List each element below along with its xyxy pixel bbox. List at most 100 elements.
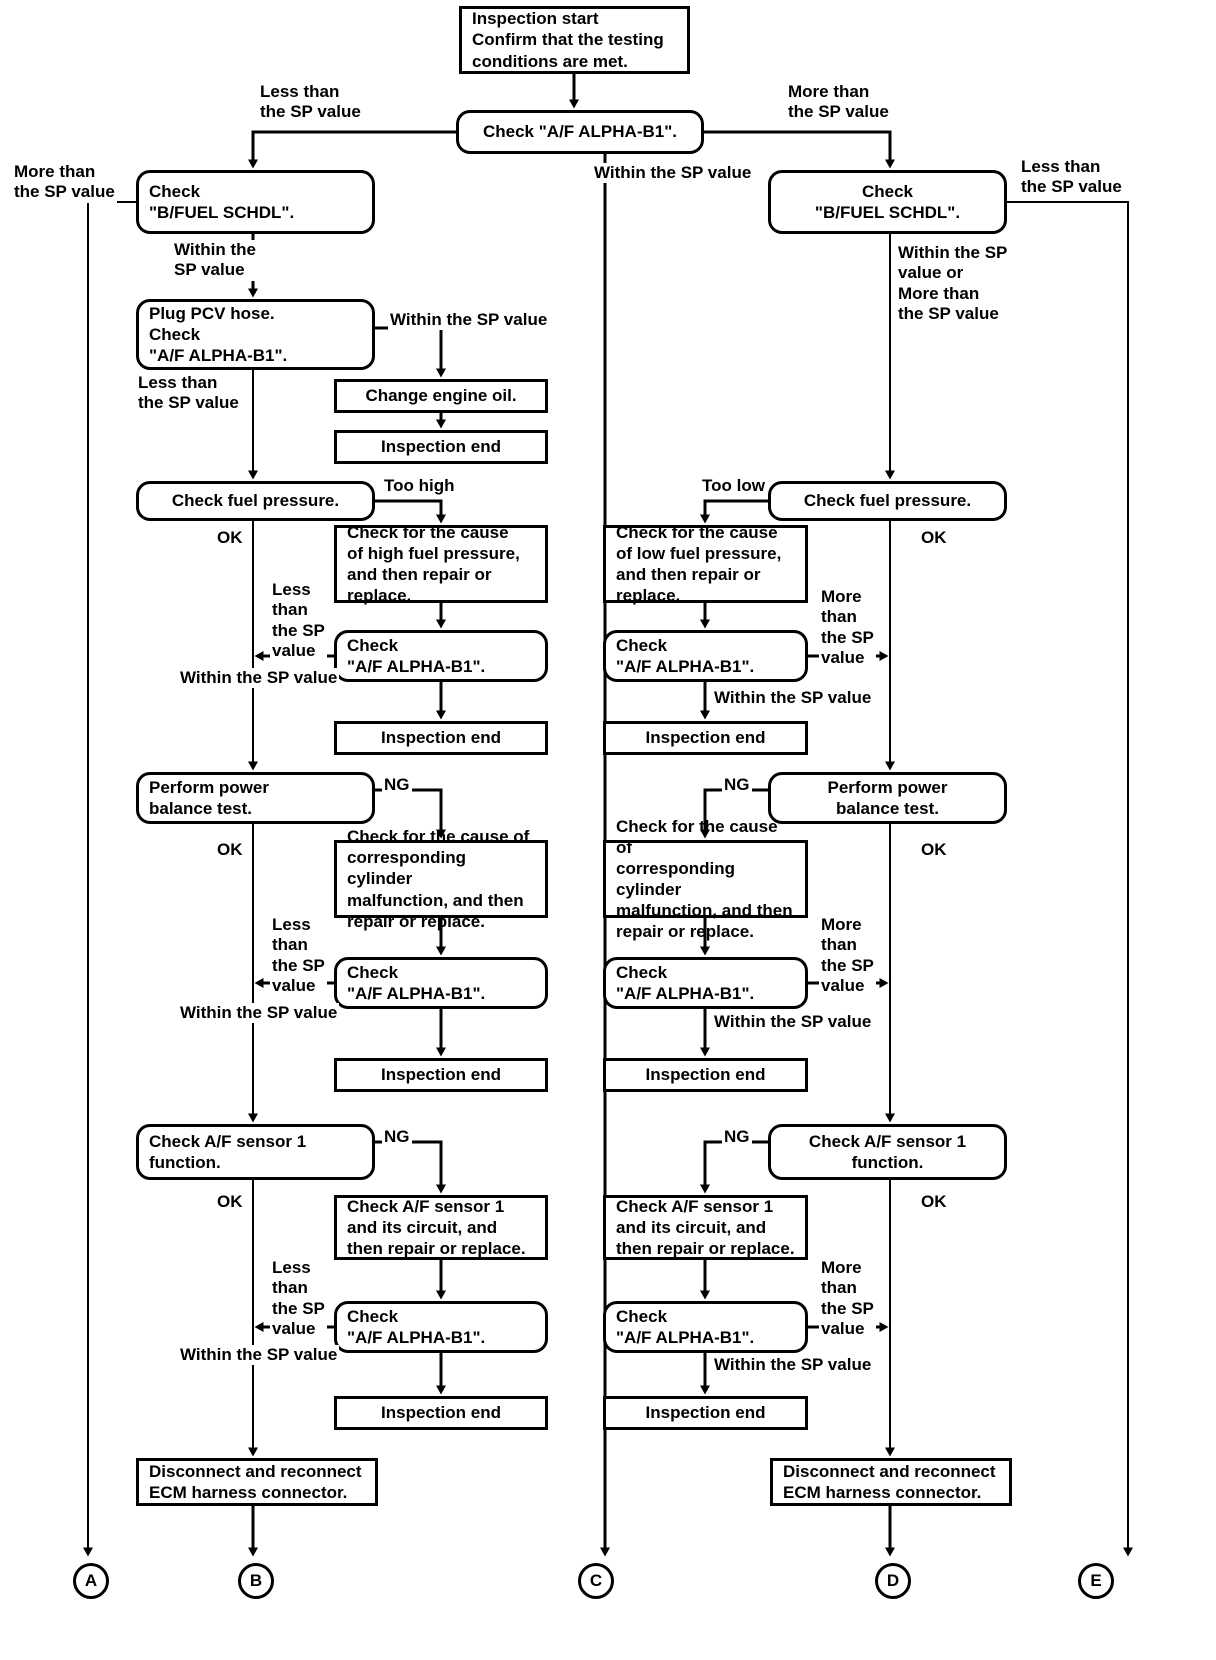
flow-node-check-af-l1: Check "A/F ALPHA-B1".: [334, 630, 548, 682]
flow-node-label: Check "A/F ALPHA-B1".: [482, 122, 677, 142]
page-connector-e: E: [1078, 1563, 1114, 1599]
flow-node-label: Check "A/F ALPHA-B1".: [347, 635, 486, 676]
flow-node-start: Inspection start Confirm that the testin…: [459, 6, 690, 74]
flow-node-afsensor-left: Check A/F sensor 1 function.: [136, 1124, 375, 1180]
edge-label-lbl-ok-3l: OK: [215, 1192, 245, 1213]
flow-node-label: Inspection end: [645, 1403, 766, 1423]
flow-node-ecm-left: Disconnect and reconnect ECM harness con…: [136, 1458, 378, 1506]
flow-node-label: Perform power balance test.: [827, 777, 948, 818]
edge-label-lbl-within-2l: Within the SP value: [178, 1003, 340, 1024]
flow-node-check-af-r3: Check "A/F ALPHA-B1".: [603, 1301, 808, 1353]
page-connector-a: A: [73, 1563, 109, 1599]
flow-node-label: Check for the cause of low fuel pressure…: [616, 522, 782, 606]
flow-node-label: Perform power balance test.: [149, 777, 269, 818]
edge-label-lbl-within-3r: Within the SP value: [712, 1355, 874, 1376]
edge-label-lbl-ok-2l: OK: [215, 840, 245, 861]
edge-label-lbl-too-low: Too low: [700, 476, 767, 497]
flow-node-label: Disconnect and reconnect ECM harness con…: [783, 1461, 996, 1502]
edge-label-lbl-more-left-edge: More than the SP value: [12, 162, 117, 203]
edge-label-lbl-less-1l: Less than the SP value: [270, 580, 327, 662]
flow-node-label: Check A/F sensor 1 function.: [149, 1131, 307, 1172]
flow-node-plug-pcv: Plug PCV hose. Check "A/F ALPHA-B1".: [136, 299, 375, 370]
flow-node-cause-low: Check for the cause of low fuel pressure…: [603, 522, 808, 606]
flow-node-check-af-r2: Check "A/F ALPHA-B1".: [603, 957, 808, 1009]
flow-node-label: Check for the cause of high fuel pressur…: [347, 522, 520, 606]
edge-label-lbl-within-or-more: Within the SP value or More than the SP …: [896, 243, 1010, 325]
flow-node-label: Check "A/F ALPHA-B1".: [616, 1306, 755, 1347]
edge-label-lbl-ok-1l: OK: [215, 528, 245, 549]
flow-node-afcircuit-left: Check A/F sensor 1 and its circuit, and …: [334, 1195, 548, 1260]
edge-label-lbl-ng-2r: NG: [722, 1127, 752, 1148]
edge-label-lbl-ng-1l: NG: [382, 775, 412, 796]
edge-label-lbl-more-top-right: More than the SP value: [786, 82, 891, 123]
flow-node-insp-end-1: Inspection end: [334, 430, 548, 464]
edge-label-lbl-ok-1r: OK: [919, 528, 949, 549]
edge-label-lbl-ok-3r: OK: [919, 1192, 949, 1213]
flow-node-bfuel-right: Check "B/FUEL SCHDL".: [768, 170, 1007, 234]
flow-node-label: Disconnect and reconnect ECM harness con…: [149, 1461, 362, 1502]
flow-node-label: Check A/F sensor 1 function.: [808, 1131, 967, 1172]
edge-label-lbl-more-3r: More than the SP value: [819, 1258, 876, 1340]
edge-label-lbl-ok-2r: OK: [919, 840, 949, 861]
flow-node-label: Check A/F sensor 1 and its circuit, and …: [616, 1196, 795, 1259]
edge-label-lbl-less-2l: Less than the SP value: [270, 915, 327, 997]
flow-node-label: Check fuel pressure.: [803, 491, 972, 511]
flow-node-ecm-right: Disconnect and reconnect ECM harness con…: [770, 1458, 1012, 1506]
flow-node-insp-end-7: Inspection end: [603, 1396, 808, 1430]
flow-node-label: Inspection start Confirm that the testin…: [472, 9, 664, 71]
flow-node-change-oil: Change engine oil.: [334, 379, 548, 413]
edge-label-lbl-ng-2l: NG: [382, 1127, 412, 1148]
page-connector-d: D: [875, 1563, 911, 1599]
page-connector-c: C: [578, 1563, 614, 1599]
flow-node-label: Check "B/FUEL SCHDL".: [814, 181, 961, 222]
edge-label-lbl-ng-1r: NG: [722, 775, 752, 796]
edge-label-lbl-within-2r: Within the SP value: [712, 1012, 874, 1033]
flow-node-insp-end-5: Inspection end: [603, 721, 808, 755]
edge-label-lbl-too-high: Too high: [382, 476, 457, 497]
flow-node-insp-end-6: Inspection end: [603, 1058, 808, 1092]
flow-node-check-af-top: Check "A/F ALPHA-B1".: [456, 110, 704, 154]
edge-label-lbl-within-mid: Within the SP value: [592, 163, 754, 184]
edge-label-lbl-less-right-edge: Less than the SP value: [1019, 157, 1124, 198]
flow-node-label: Check "A/F ALPHA-B1".: [616, 962, 755, 1003]
flow-node-label: Change engine oil.: [365, 386, 517, 406]
flow-node-cause-high: Check for the cause of high fuel pressur…: [334, 522, 548, 606]
edge-label-lbl-within-1l: Within the SP value: [178, 668, 340, 689]
edge-label-lbl-less-pcv: Less than the SP value: [136, 373, 241, 414]
edge-label-lbl-within-1r: Within the SP value: [712, 688, 874, 709]
flow-node-label: Inspection end: [645, 1065, 766, 1085]
edge-label-lbl-more-2r: More than the SP value: [819, 915, 876, 997]
flow-node-power-right: Perform power balance test.: [768, 772, 1007, 824]
flow-node-bfuel-left: Check "B/FUEL SCHDL".: [136, 170, 375, 234]
flow-node-label: Inspection end: [381, 728, 501, 748]
flow-node-insp-end-2: Inspection end: [334, 721, 548, 755]
flow-node-label: Check for the cause of corresponding cyl…: [347, 827, 530, 931]
flow-node-cause-cyl-left: Check for the cause of corresponding cyl…: [334, 827, 548, 931]
edge-label-lbl-within-left1: Within the SP value: [172, 240, 258, 281]
edge-label-lbl-within-pcv: Within the SP value: [388, 310, 550, 331]
flow-node-label: Inspection end: [645, 728, 766, 748]
flow-node-power-left: Perform power balance test.: [136, 772, 375, 824]
flow-node-fuel-press-right: Check fuel pressure.: [768, 481, 1007, 521]
flow-node-check-af-l2: Check "A/F ALPHA-B1".: [334, 957, 548, 1009]
flow-node-label: Check "A/F ALPHA-B1".: [347, 962, 486, 1003]
flow-node-afsensor-right: Check A/F sensor 1 function.: [768, 1124, 1007, 1180]
flow-node-fuel-press-left: Check fuel pressure.: [136, 481, 375, 521]
flow-node-label: Check fuel pressure.: [171, 491, 340, 511]
flow-node-label: Check "A/F ALPHA-B1".: [347, 1306, 486, 1347]
flow-node-label: Check "A/F ALPHA-B1".: [616, 635, 755, 676]
flow-node-check-af-r1: Check "A/F ALPHA-B1".: [603, 630, 808, 682]
flow-node-label: Plug PCV hose. Check "A/F ALPHA-B1".: [149, 303, 288, 366]
flow-node-insp-end-4: Inspection end: [334, 1396, 548, 1430]
edge-label-lbl-less-3l: Less than the SP value: [270, 1258, 327, 1340]
flow-node-label: Inspection end: [381, 1065, 501, 1085]
flow-node-label: Check "B/FUEL SCHDL".: [149, 181, 295, 222]
edge-label-lbl-within-3l: Within the SP value: [178, 1345, 340, 1366]
flow-node-insp-end-3: Inspection end: [334, 1058, 548, 1092]
flow-node-label: Check for the cause of corresponding cyl…: [616, 816, 793, 942]
edge-label-lbl-more-1r: More than the SP value: [819, 587, 876, 669]
flow-node-check-af-l3: Check "A/F ALPHA-B1".: [334, 1301, 548, 1353]
flow-node-label: Inspection end: [381, 437, 501, 457]
flow-node-cause-cyl-right: Check for the cause of corresponding cyl…: [603, 817, 808, 941]
